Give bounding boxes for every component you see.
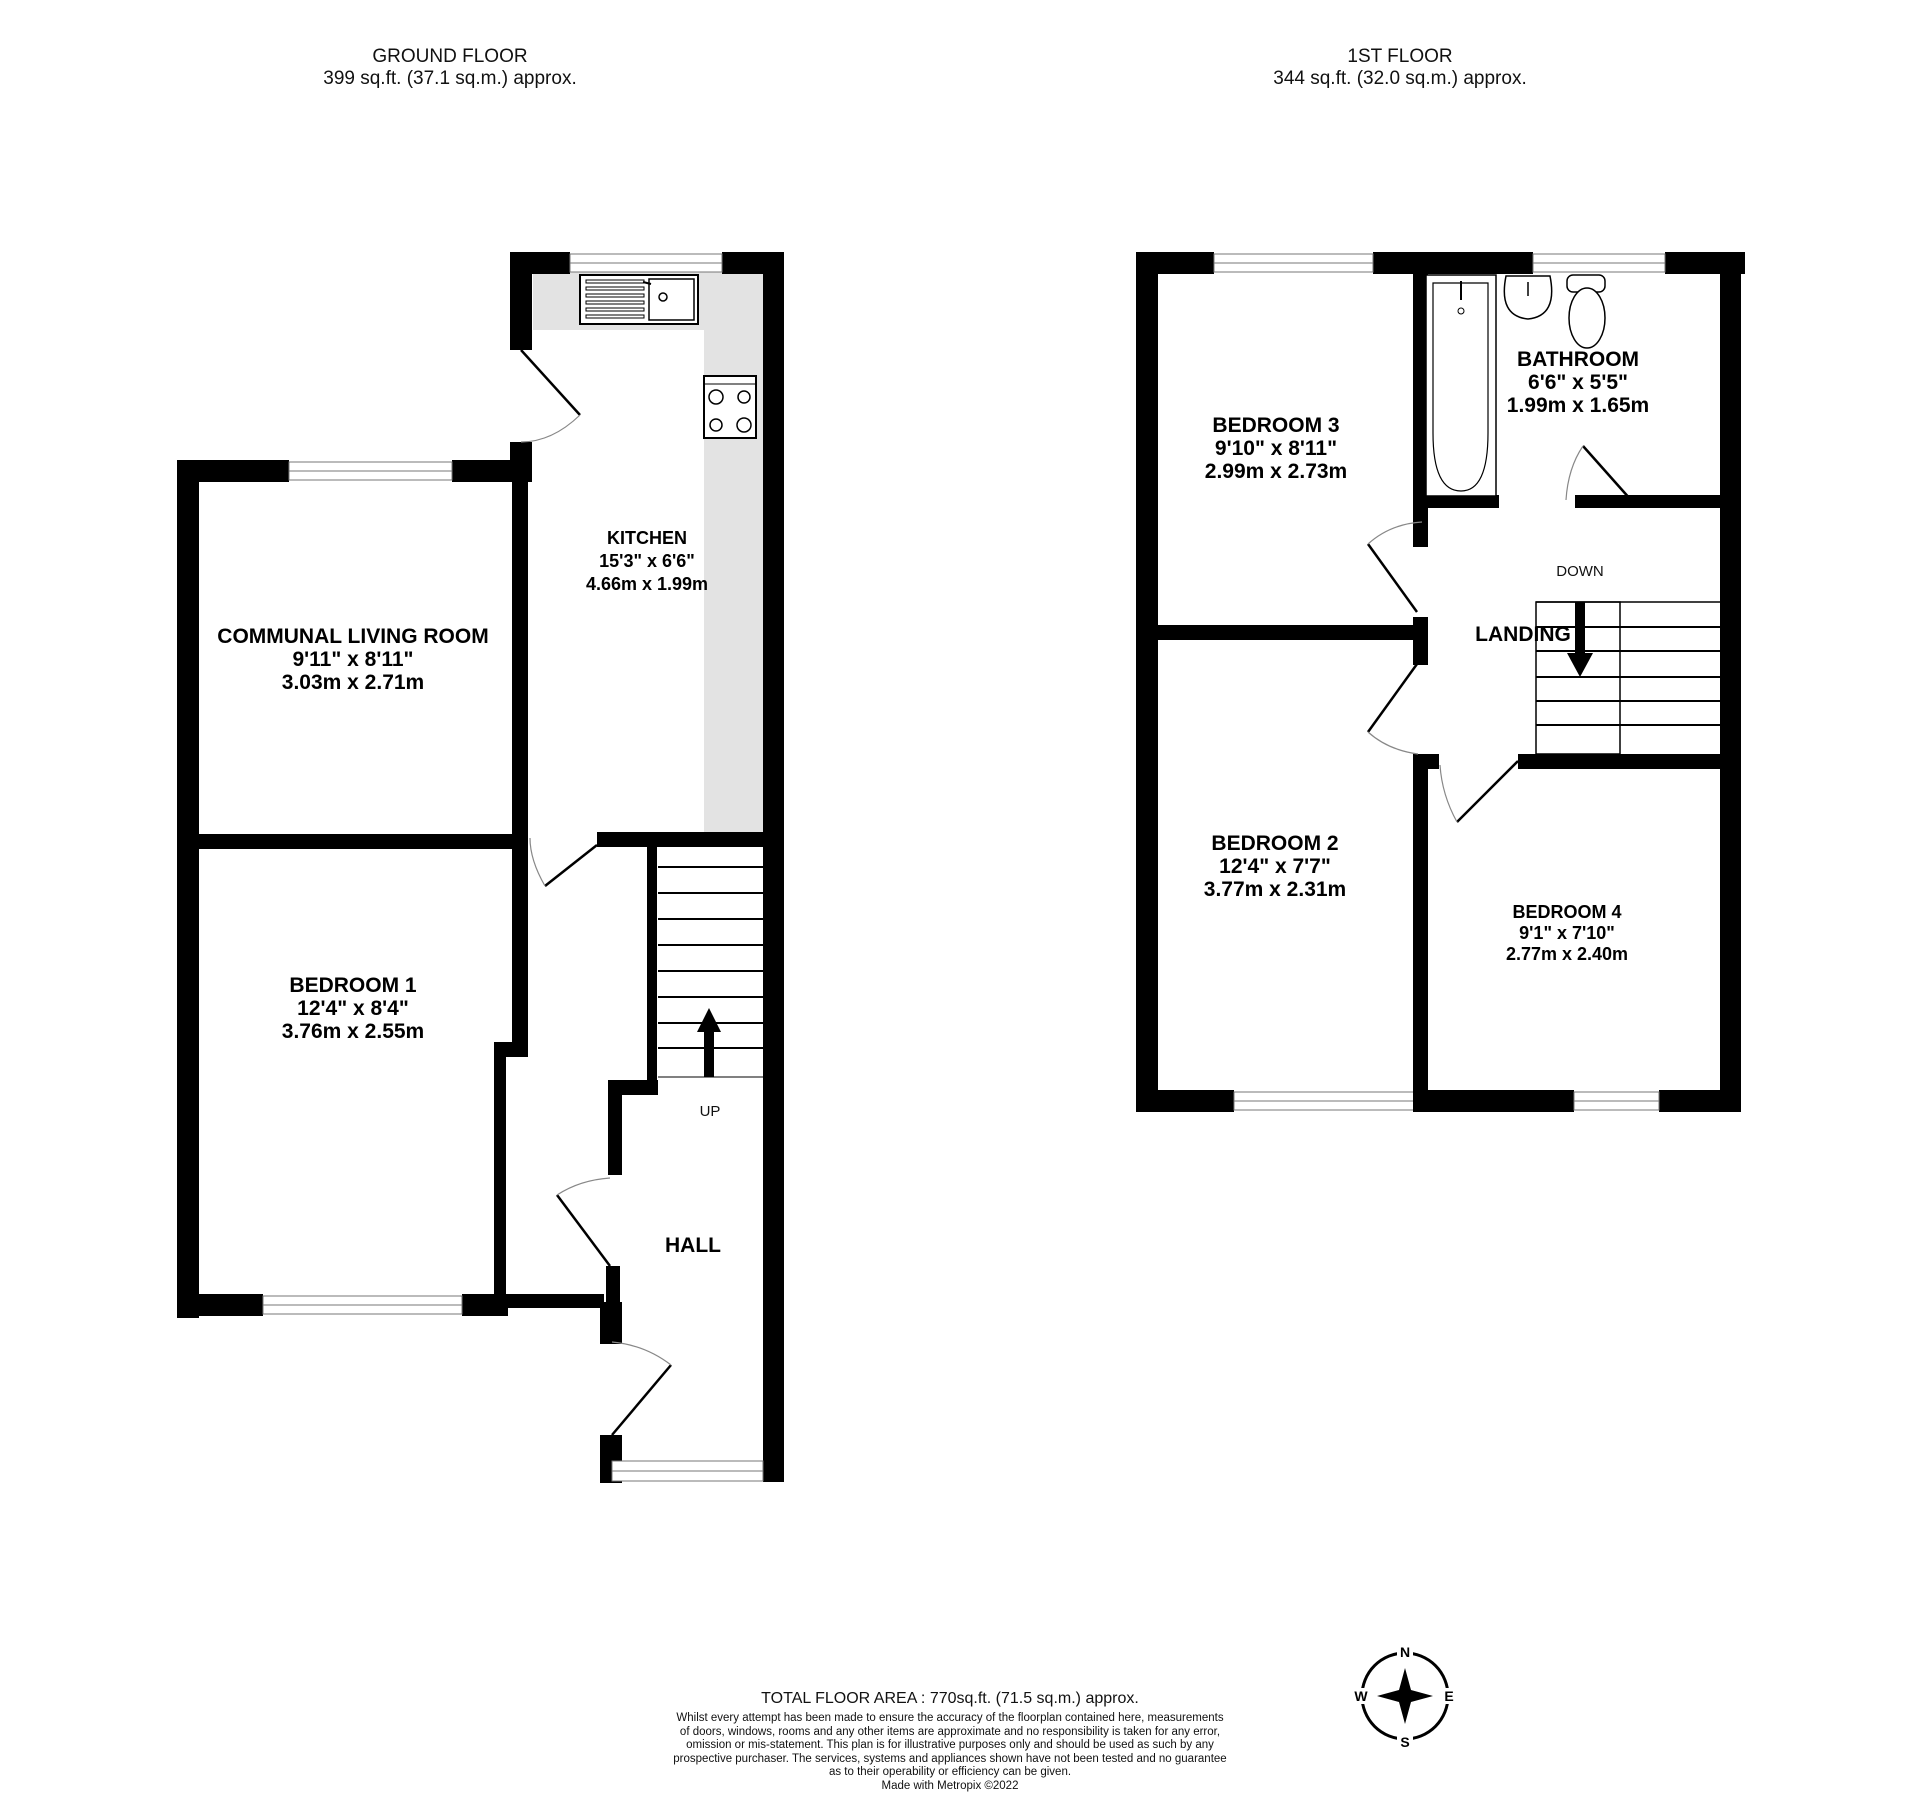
ground-floor-title: GROUND FLOOR 399 sq.ft. (37.1 sq.m.) app… <box>300 46 600 90</box>
stairs-down-arrow-icon <box>1575 602 1585 654</box>
credit: Made with Metropix ©2022 <box>881 1779 1019 1792</box>
bedroom-4-window <box>1573 1091 1660 1111</box>
bedroom-2-door[interactable] <box>1366 663 1419 733</box>
kitchen-back-door[interactable] <box>520 349 581 416</box>
stairs-up-arrow-icon <box>704 1030 714 1077</box>
kitchen-window <box>569 253 723 273</box>
stairs-down-label: DOWN <box>1556 563 1604 580</box>
room-kitchen: KITCHEN 15'3" x 6'6" 4.66m x 1.99m <box>586 527 708 596</box>
room-imperial: 12'4" x 7'7" <box>1219 855 1331 878</box>
room-hall: HALL <box>665 1234 721 1257</box>
compass-icon: N S W E <box>1354 1644 1455 1750</box>
compass-n: N <box>1400 1644 1410 1660</box>
hall-front-window <box>611 1460 764 1482</box>
room-imperial: 15'3" x 6'6" <box>599 551 695 571</box>
room-imperial: 9'11" x 8'11" <box>292 648 414 671</box>
first-floor-title: 1ST FLOOR 344 sq.ft. (32.0 sq.m.) approx… <box>1250 46 1550 90</box>
room-name: BEDROOM 2 <box>1211 832 1339 855</box>
room-name: LANDING <box>1475 623 1571 646</box>
room-landing: LANDING <box>1475 623 1571 646</box>
first-floor-name: 1ST FLOOR <box>1347 46 1453 67</box>
bathroom-door[interactable] <box>1582 445 1632 501</box>
room-name: KITCHEN <box>607 528 687 548</box>
bedroom-3-window <box>1213 253 1374 273</box>
disclaimer: Whilst every attempt has been made to en… <box>600 1712 1300 1793</box>
kitchen-sink-icon <box>579 274 699 325</box>
room-bedroom-4: BEDROOM 4 9'1" x 7'10" 2.77m x 2.40m <box>1506 902 1628 965</box>
bedroom-3-door[interactable] <box>1366 543 1419 613</box>
ground-floor-plan <box>177 252 784 1483</box>
room-bedroom-3: BEDROOM 3 9'10" x 8'11" 2.99m x 2.73m <box>1205 414 1347 483</box>
room-bedroom-1: BEDROOM 1 12'4" x 8'4" 3.76m x 2.55m <box>282 974 424 1043</box>
disclaimer-line: of doors, windows, rooms and any other i… <box>679 1725 1221 1738</box>
hall-inner-door[interactable] <box>555 1194 612 1267</box>
room-name: BATHROOM <box>1516 348 1640 371</box>
disclaimer-line: Whilst every attempt has been made to en… <box>676 1712 1224 1724</box>
kitchen-hall-door[interactable] <box>544 844 598 887</box>
ground-floor-name: GROUND FLOOR <box>372 46 528 67</box>
bedroom-1-window <box>262 1295 463 1315</box>
bath-icon <box>1425 274 1497 497</box>
first-floor-area: 344 sq.ft. (32.0 sq.m.) approx. <box>1273 68 1527 89</box>
first-floor-plan <box>1136 252 1745 1112</box>
room-metric: 1.99m x 1.65m <box>1506 394 1650 417</box>
room-bathroom: BATHROOM 6'6" x 5'5" 1.99m x 1.65m <box>1507 348 1649 417</box>
bedroom-2-window <box>1233 1091 1424 1111</box>
disclaimer-line: prospective purchaser. The services, sys… <box>673 1752 1227 1765</box>
disclaimer-line: as to their operability or efficiency ca… <box>828 1766 1072 1778</box>
compass-e: E <box>1444 1688 1453 1704</box>
first-floor-stairs[interactable] <box>1535 601 1720 755</box>
stairs-up-label: UP <box>699 1103 721 1120</box>
toilet-icon <box>1566 274 1606 349</box>
room-imperial: 9'10" x 8'11" <box>1214 437 1338 460</box>
room-metric: 2.77m x 2.40m <box>1505 944 1629 964</box>
kitchen-hob-icon <box>703 375 757 439</box>
front-door[interactable] <box>611 1364 672 1436</box>
basin-icon <box>1503 275 1553 320</box>
room-name: COMMUNAL LIVING ROOM <box>217 625 489 648</box>
kitchen-worktop-side <box>704 270 763 832</box>
living-room-window <box>288 461 453 481</box>
bedroom-4-door[interactable] <box>1456 760 1519 823</box>
compass-s: S <box>1400 1734 1409 1750</box>
room-name: BEDROOM 4 <box>1512 902 1622 922</box>
total-floor-area: TOTAL FLOOR AREA : 770sq.ft. (71.5 sq.m.… <box>761 1690 1139 1707</box>
disclaimer-line: omission or mis-statement. This plan is … <box>686 1739 1214 1751</box>
ground-floor-stairs[interactable] <box>658 847 763 1079</box>
room-metric: 3.77m x 2.31m <box>1203 878 1347 901</box>
room-name: BEDROOM 1 <box>289 974 417 997</box>
compass-w: W <box>1354 1688 1368 1704</box>
room-metric: 3.76m x 2.55m <box>281 1020 425 1043</box>
room-imperial: 6'6" x 5'5" <box>1528 371 1628 394</box>
room-imperial: 12'4" x 8'4" <box>297 997 409 1020</box>
bathroom-window <box>1532 253 1666 273</box>
room-bedroom-2: BEDROOM 2 12'4" x 7'7" 3.77m x 2.31m <box>1204 832 1346 901</box>
room-communal-living-room: COMMUNAL LIVING ROOM 9'11" x 8'11" 3.03m… <box>217 625 488 694</box>
room-name: HALL <box>665 1234 721 1257</box>
ground-floor-area: 399 sq.ft. (37.1 sq.m.) approx. <box>323 68 577 89</box>
room-name: BEDROOM 3 <box>1212 414 1340 437</box>
room-metric: 4.66m x 1.99m <box>585 574 709 594</box>
footer: TOTAL FLOOR AREA : 770sq.ft. (71.5 sq.m.… <box>600 1690 1300 1793</box>
room-imperial: 9'1" x 7'10" <box>1519 923 1615 943</box>
room-metric: 3.03m x 2.71m <box>281 671 425 694</box>
room-metric: 2.99m x 2.73m <box>1204 460 1348 483</box>
